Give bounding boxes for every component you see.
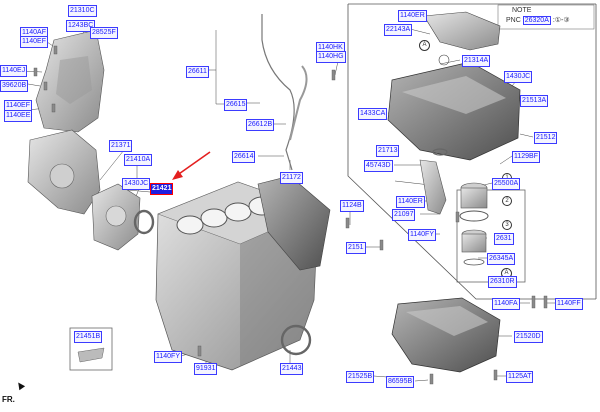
part-label-1140fy[interactable]: 1140FY: [408, 229, 436, 241]
part-label-22143a[interactable]: 22143A: [384, 24, 413, 36]
part-label-26345a[interactable]: 26345A: [487, 253, 516, 265]
note-pnc-prefix: PNC: [506, 17, 521, 24]
lower-oil-pan: [391, 297, 501, 373]
oil-pump-cover: [423, 11, 501, 51]
part-label-26612b[interactable]: 26612B: [246, 119, 275, 131]
part-label-21520d[interactable]: 21520D: [514, 331, 543, 343]
part-label-21314a[interactable]: 21314A: [462, 55, 491, 67]
note-pnc: PNC 26320A :①-③: [506, 16, 570, 25]
part-label-1243bc[interactable]: 1243BC: [66, 20, 96, 32]
part-label-1140er-mid[interactable]: 1140ER: [396, 196, 425, 208]
part-label-1124b[interactable]: 1124B: [340, 200, 364, 212]
callout-a-upper: A: [419, 40, 430, 51]
front-direction-label: FR.: [2, 395, 15, 404]
part-label-86595b[interactable]: 86595B: [386, 376, 415, 388]
part-label-26615[interactable]: 26615: [224, 99, 248, 111]
part-label-1140ej[interactable]: 1140EJ: [0, 65, 28, 77]
dipstick: [289, 65, 308, 141]
part-label-21421-selected[interactable]: 21421: [150, 183, 174, 195]
part-label-21371[interactable]: 21371: [109, 140, 133, 152]
part-label-28525f[interactable]: 28525F: [90, 27, 118, 39]
part-label-1140ee[interactable]: 1140EE: [4, 110, 33, 122]
part-label-1140ff[interactable]: 1140FF: [555, 298, 583, 310]
oil-filter-housing: [459, 182, 489, 266]
part-label-21172[interactable]: 21172: [280, 172, 303, 184]
part-label-21443[interactable]: 21443: [280, 363, 304, 375]
note-title: NOTE: [512, 7, 532, 14]
part-label-39620b[interactable]: 39620B: [0, 80, 29, 92]
part-label-21310c[interactable]: 21310C: [68, 5, 97, 17]
part-label-1140fa[interactable]: 1140FA: [492, 298, 520, 310]
bolts: [33, 45, 548, 385]
part-label-1129bf[interactable]: 1129BF: [512, 151, 540, 163]
part-label-1140hg[interactable]: 1140HG: [316, 51, 346, 63]
part-label-1140ef-top[interactable]: 1140EF: [20, 36, 48, 48]
bracket-21451b: [77, 347, 105, 363]
part-label-21451b[interactable]: 21451B: [74, 331, 103, 343]
part-label-21410a[interactable]: 21410A: [124, 154, 153, 166]
part-label-26614[interactable]: 26614: [232, 151, 256, 163]
part-21451b-box: [69, 327, 113, 371]
part-label-21513a[interactable]: 21513A: [520, 95, 549, 107]
dipstick-tube: [261, 14, 295, 171]
part-label-1430jc-right[interactable]: 1430JC: [504, 71, 533, 83]
part-label-2151[interactable]: 2151: [346, 242, 366, 254]
note-pnc-suffix: :①-③: [552, 17, 570, 24]
part-label-1140er-top[interactable]: 1140ER: [398, 10, 427, 22]
note-pnc-ref[interactable]: 26320A: [522, 16, 551, 25]
part-label-21525b[interactable]: 21525B: [346, 371, 375, 383]
part-label-21713[interactable]: 21713: [376, 145, 400, 157]
part-label-1125at[interactable]: 1125AT: [506, 371, 534, 383]
part-label-1140fy-bottom[interactable]: 1140FY: [154, 351, 182, 363]
oil-jet-bracket: [419, 159, 447, 215]
part-label-26611[interactable]: 26611: [186, 66, 209, 78]
part-label-91931[interactable]: 91931: [194, 363, 218, 375]
part-label-1433ca[interactable]: 1433CA: [358, 108, 388, 120]
part-label-26310r[interactable]: 26310R: [488, 276, 517, 288]
red-pointer-arrow: [172, 151, 211, 180]
part-label-1430jc[interactable]: 1430JC: [122, 178, 151, 190]
rear-cover: [91, 183, 141, 251]
part-label-1140ef-left[interactable]: 1140EF: [4, 100, 32, 112]
part-label-45743d[interactable]: 45743D: [364, 160, 393, 172]
rear-oil-seal: [280, 324, 312, 356]
part-label-21512[interactable]: 21512: [534, 132, 558, 144]
o-ring: [432, 148, 448, 156]
timing-cover-lower: [27, 129, 101, 215]
upper-oil-pan: [387, 54, 521, 161]
part-label-25500a[interactable]: 25500A: [492, 178, 521, 190]
callout-2: 2: [502, 196, 512, 206]
part-label-21097[interactable]: 21097: [392, 209, 416, 221]
oil-seal: [133, 209, 155, 235]
part-label-2631[interactable]: 2631: [494, 233, 514, 245]
callout-3: 3: [502, 220, 512, 230]
